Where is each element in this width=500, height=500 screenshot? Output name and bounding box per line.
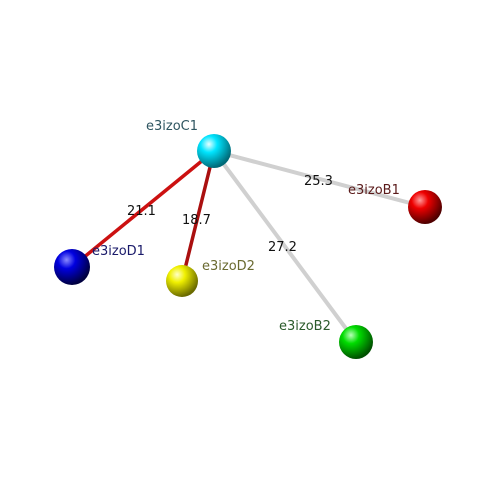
node-b2-sphere: [339, 325, 373, 359]
edge-label-c1-b2: 27.2: [268, 240, 297, 255]
node-label-b2: e3izoB2: [279, 319, 331, 334]
edge-c1-b2: [212, 149, 358, 344]
node-d1-sphere: [54, 249, 90, 285]
node-label-c1: e3izoC1: [146, 119, 198, 134]
nodes: [54, 134, 442, 359]
edge-c1-d1: [70, 149, 216, 269]
edge-c1-b1: [212, 149, 427, 209]
edges: [70, 149, 427, 344]
edge-c1-d2: [180, 149, 216, 283]
node-label-d1: e3izoD1: [92, 244, 145, 259]
node-d2-sphere: [166, 265, 198, 297]
node-labels: e3izoC1 e3izoD1 e3izoD2 e3izoB1 e3izoB2: [92, 119, 400, 334]
node-b1-sphere: [408, 190, 442, 224]
edge-label-c1-d1: 21.1: [127, 204, 156, 219]
edge-label-c1-d2: 18.7: [182, 213, 211, 228]
node-label-b1: e3izoB1: [348, 183, 400, 198]
edge-label-c1-b1: 25.3: [304, 174, 333, 189]
node-c1-sphere: [197, 134, 231, 168]
node-label-d2: e3izoD2: [202, 259, 255, 274]
edge-labels: 21.1 18.7 25.3 27.2: [127, 174, 333, 255]
